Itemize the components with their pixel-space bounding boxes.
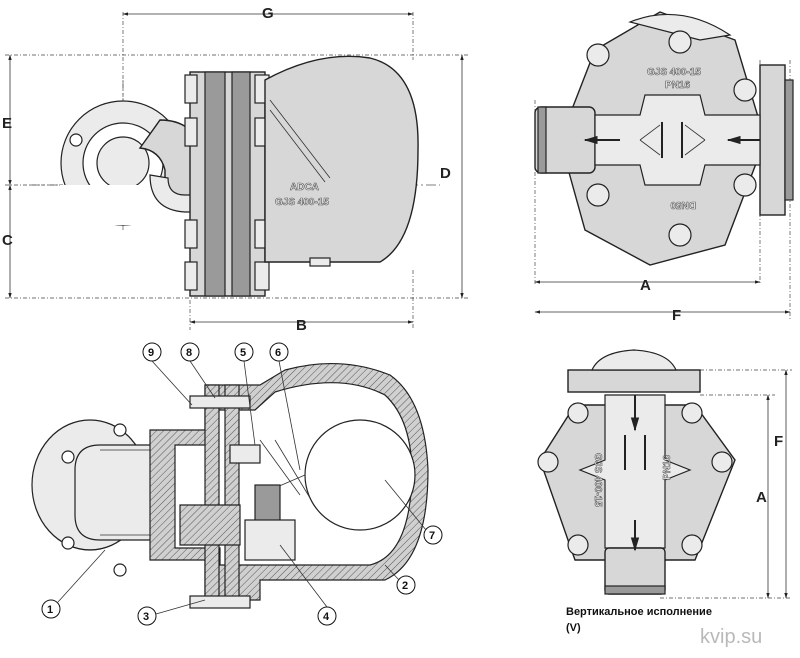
vertical-version-caption: Вертикальное исполнение (V) <box>566 604 712 636</box>
section-view: 9 8 5 6 7 2 4 <box>31 342 443 626</box>
svg-text:7: 7 <box>429 530 435 542</box>
vertical-material-text: GJS 400-15 <box>592 453 603 507</box>
callout-8: 8 <box>180 342 216 399</box>
callout-7: 7 <box>384 479 443 545</box>
callout-9: 9 <box>142 342 193 406</box>
callout-4: 4 <box>279 544 337 626</box>
svg-text:1: 1 <box>47 604 53 616</box>
casting-material-text: GJS 400-15 <box>275 197 329 208</box>
svg-text:6: 6 <box>275 347 281 359</box>
dim-label-a-vertical: A <box>756 489 767 506</box>
dim-label-g: G <box>262 5 274 22</box>
casting-logo-text: ADCA <box>290 182 319 193</box>
svg-text:4: 4 <box>323 611 330 623</box>
callout-3: 3 <box>137 599 206 626</box>
dim-label-f-side: F <box>672 307 681 324</box>
side-pressure-text: PN16 <box>665 80 690 91</box>
side-size-text: DN50 <box>670 199 696 210</box>
vertical-pressure-text: PN16 <box>662 455 673 480</box>
dim-label-e: E <box>2 115 12 132</box>
dim-label-b: B <box>296 317 307 334</box>
dim-label-d: D <box>440 165 451 182</box>
side-view: GJS 400-15 PN16 DN50 A F <box>534 11 794 324</box>
caption-line-1: Вертикальное исполнение <box>566 606 712 618</box>
svg-text:9: 9 <box>148 347 154 359</box>
dim-label-a-side: A <box>640 277 651 294</box>
callout-1: 1 <box>41 549 106 619</box>
vertical-version-view: GJS 400-15 PN16 F A <box>537 349 792 599</box>
front-elevation-view: ADCA GJS 400-15 G E C D B <box>2 5 470 334</box>
callout-2: 2 <box>384 564 416 595</box>
callout-5: 5 <box>234 342 256 446</box>
svg-text:5: 5 <box>240 347 246 359</box>
dim-label-f-vertical: F <box>774 433 783 450</box>
site-watermark: kvip.su <box>700 626 763 648</box>
svg-text:3: 3 <box>143 611 149 623</box>
svg-text:8: 8 <box>186 347 192 359</box>
caption-line-2: (V) <box>566 622 581 634</box>
dim-label-c: C <box>2 232 13 249</box>
callout-6: 6 <box>269 342 301 471</box>
side-material-text: GJS 400-15 <box>647 67 701 78</box>
svg-text:2: 2 <box>402 580 408 592</box>
